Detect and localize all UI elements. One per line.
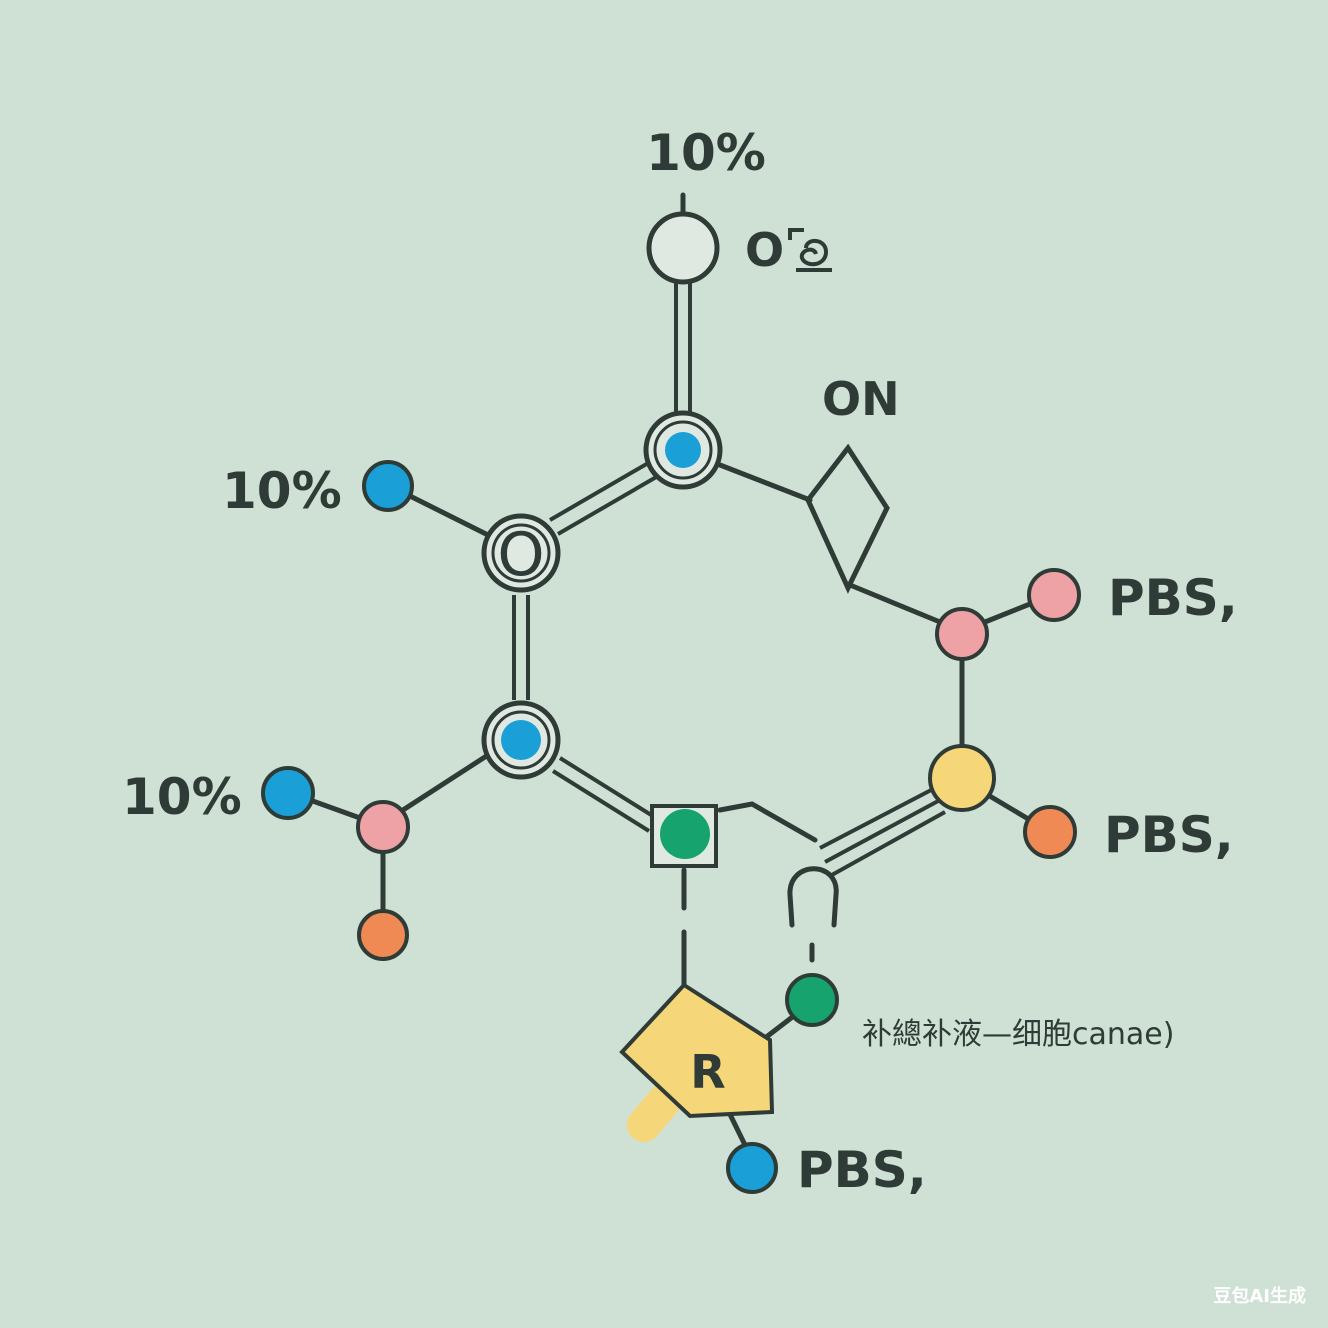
ring-o-label: O — [497, 520, 544, 590]
labels: 10% O ON 10% 10% PBS, PBS, PBS, 补總补液—细胞c… — [122, 124, 1306, 1307]
pbs-middle-label: PBS, — [1104, 806, 1234, 864]
top-o-atom — [646, 211, 720, 285]
left-percent-upper-label: 10% — [222, 462, 342, 520]
bond-blue-to-ring — [405, 492, 491, 538]
yellow-atom — [928, 744, 996, 812]
bond-ring-to-square-a — [558, 756, 658, 820]
r-group: R — [619, 982, 775, 1142]
pbs-upper-label: PBS, — [1108, 569, 1238, 627]
bond-yellow-to-orange — [985, 792, 1033, 823]
pink-atom-far-right — [1027, 568, 1081, 622]
orange-atom-left — [357, 909, 409, 961]
bond-blue-to-pink — [307, 797, 363, 821]
upper-ring-inner — [653, 420, 713, 480]
colored-atoms — [261, 460, 1081, 1194]
blue-atom-lower-left — [261, 766, 315, 820]
orange-atom-right — [1023, 805, 1077, 859]
r-pentagon — [619, 982, 775, 1119]
upper-blue-core — [665, 432, 701, 468]
lower-blue-core — [501, 720, 541, 760]
on-label: ON — [822, 372, 900, 426]
bond-triple-c — [829, 810, 946, 878]
ring-atoms: O — [481, 211, 723, 868]
blue-atom-upper-left — [362, 460, 414, 512]
pink-atom-left — [356, 800, 410, 854]
bond-upper-left-double-b — [556, 474, 660, 536]
bond-arc — [787, 866, 839, 928]
o-ring-inner — [491, 523, 551, 583]
bond-to-diamond — [717, 462, 813, 503]
o-ring-atom — [481, 513, 561, 593]
diamond-shape — [805, 443, 890, 594]
top-o-label: O — [745, 223, 784, 277]
bonds — [307, 192, 1038, 1148]
blue-atom-bottom — [726, 1142, 778, 1194]
green-atom-bottom — [785, 973, 839, 1027]
pink-atom-right — [935, 607, 989, 661]
square-green-core — [660, 809, 710, 859]
r-label: R — [690, 1045, 725, 1099]
bond-diamond-to-pink — [847, 582, 943, 625]
bond-ring-to-pink — [400, 752, 491, 813]
bond-triple-b — [824, 798, 941, 864]
bond-upper-left-double-a — [548, 460, 652, 522]
left-percent-lower-label: 10% — [122, 768, 242, 826]
annotation-label: 补總补液—细胞canae) — [862, 1017, 1174, 1052]
squiggle-glyph-icon — [788, 228, 832, 272]
bond-pink-to-pink — [982, 599, 1038, 625]
bond-ring-to-square-b — [551, 769, 651, 833]
pbs-lower-label: PBS, — [797, 1141, 927, 1199]
r-group-tail — [627, 1083, 682, 1142]
top-percent-label: 10% — [646, 124, 766, 182]
bond-triple-a — [819, 786, 936, 850]
lower-ring-inner — [491, 710, 551, 770]
bond-square-to-arc — [717, 801, 818, 843]
watermark: 豆包AI生成 — [1213, 1285, 1306, 1307]
